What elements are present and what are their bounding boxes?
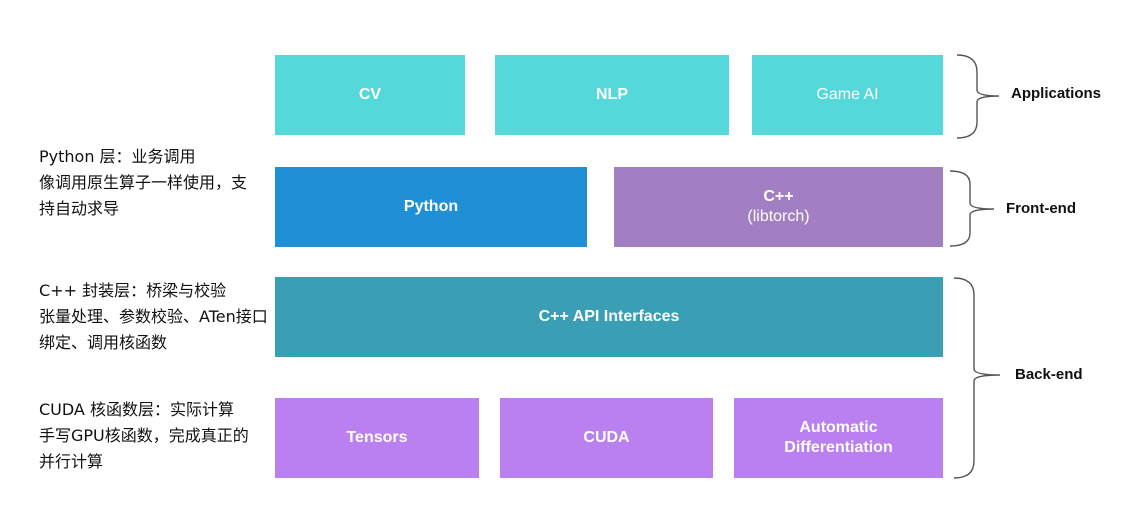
python-label: Python — [403, 198, 459, 215]
python-note-line-3: 持自动求导 — [39, 199, 120, 218]
cuda-layer-note: CUDA 核函数层：实际计算 手写GPU核函数，完成真正的 并行计算 — [39, 397, 249, 475]
cpp-note-line-2: 张量处理、参数校验、ATen接口 — [39, 307, 268, 326]
python-note-line-2: 像调用原生算子一样使用，支 — [39, 173, 248, 192]
cuda-note-line-2: 手写GPU核函数，完成真正的 — [39, 426, 249, 445]
python-layer-note: Python 层：业务调用 像调用原生算子一样使用，支 持自动求导 — [39, 144, 247, 222]
nlp-label: NLP — [596, 86, 628, 103]
differentiation-label: Differentiation — [784, 439, 893, 456]
cpp-api-interfaces-box: C++ API Interfaces — [275, 277, 943, 357]
cuda-box: CUDA — [500, 398, 713, 478]
cpp-label: C++ — [763, 188, 794, 205]
automatic-label: Automatic — [799, 419, 878, 436]
game-ai-box: Game AI — [752, 55, 943, 135]
cv-box: CV — [275, 55, 465, 135]
cuda-label: CUDA — [583, 429, 630, 446]
game-ai-label: Game AI — [816, 86, 879, 103]
applications-layer-label: Applications — [1011, 85, 1102, 102]
python-note-line-1: Python 层：业务调用 — [39, 147, 196, 166]
cpp-note-line-1: C++ 封装层：桥梁与校验 — [39, 281, 227, 300]
python-box: Python — [275, 167, 587, 247]
cpp-layer-note: C++ 封装层：桥梁与校验 张量处理、参数校验、ATen接口 绑定、调用核函数 — [39, 278, 268, 356]
tensors-box: Tensors — [275, 398, 479, 478]
applications-bracket — [956, 54, 1000, 139]
nlp-box: NLP — [495, 55, 729, 135]
frontend-bracket — [949, 170, 995, 247]
backend-bracket — [953, 277, 1001, 479]
backend-layer-label: Back-end — [1015, 366, 1083, 383]
cuda-note-line-3: 并行计算 — [39, 452, 104, 471]
frontend-layer-label: Front-end — [1006, 200, 1076, 217]
cv-label: CV — [358, 86, 382, 103]
autodiff-box: Automatic Differentiation — [734, 398, 943, 478]
cpp-libtorch-box: C++ (libtorch) — [614, 167, 943, 247]
tensors-label: Tensors — [346, 429, 408, 446]
cuda-note-line-1: CUDA 核函数层：实际计算 — [39, 400, 234, 419]
cpp-api-interfaces-label: C++ API Interfaces — [538, 308, 680, 325]
cpp-note-line-3: 绑定、调用核函数 — [39, 333, 168, 352]
libtorch-label: (libtorch) — [747, 208, 810, 225]
